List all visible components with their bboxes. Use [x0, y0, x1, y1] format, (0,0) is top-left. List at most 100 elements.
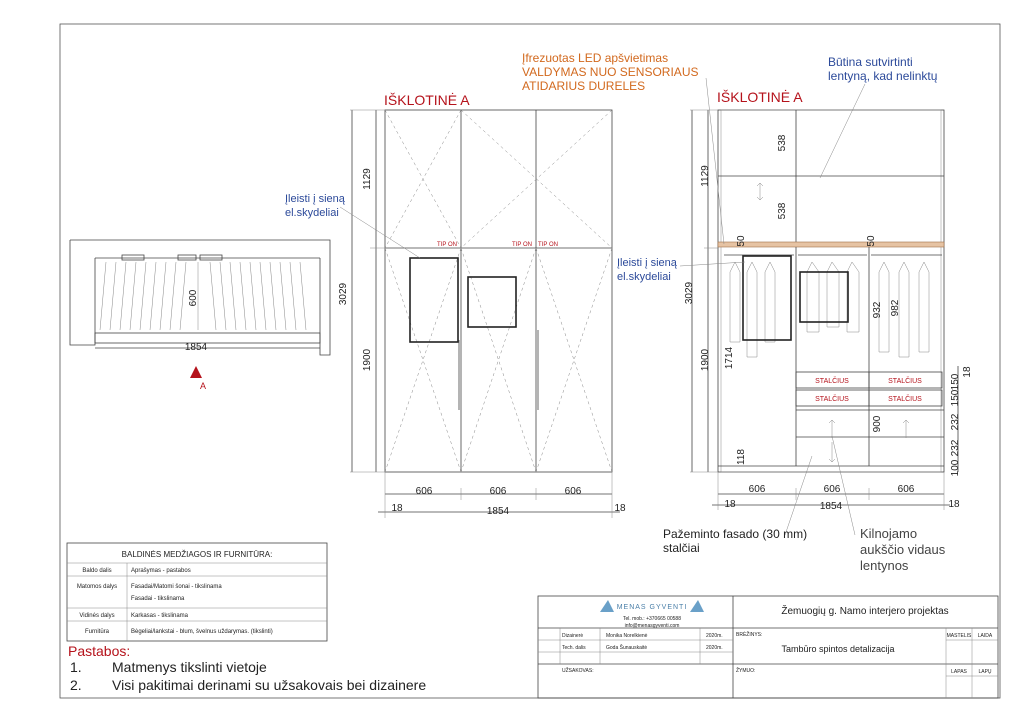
interior-note-panels: Įleisti į sieną el.skydeliai [617, 257, 680, 283]
logo-text: MENAS GYVENTI [617, 604, 688, 611]
interior-dim-118: 118 [736, 449, 747, 465]
contact-phone: Tel. mob.: +370665 00588 [623, 616, 681, 622]
materials-desc: Fasadai/Matomi šonai - tikslinama [131, 584, 222, 590]
interior-right-dim: 150 [950, 373, 961, 390]
adjust-note-line-2: aukščio vidaus [860, 542, 946, 557]
drawer-label: STALČIUS [888, 376, 922, 385]
plan-width-dim: 1854 [185, 342, 208, 353]
tip-on-label: TIP ON [512, 242, 532, 248]
label-tech: Tech. dalis [562, 645, 586, 651]
materials-desc: Bėgeliai/lankstai - blum, švelnus uždary… [131, 629, 273, 635]
label-designer: Dizainerė [562, 633, 583, 639]
interior-dim-width-1: 606 [749, 484, 766, 495]
view-marker-label: A [200, 381, 206, 391]
facade-note-line-2: stalčiai [663, 541, 700, 555]
materials-desc: Aprašymas - pastabos [131, 568, 191, 574]
interior-dim-left: 18 [724, 499, 736, 510]
materials-desc: Karkasas - tikslinama [131, 613, 189, 619]
adjust-note-line-1: Kilnojamo [860, 526, 917, 541]
materials-title: BALDINĖS MEDŽIAGOS IR FURNITŪRA: [122, 550, 273, 559]
led-note-line-1: Įfrezuotas LED apšvietimas [522, 51, 668, 65]
label-edition: LAIDA [978, 633, 993, 639]
interior-right-dim: 100 [950, 459, 961, 476]
company-logo: MENAS GYVENTI [600, 600, 704, 612]
remark-text: Visi pakitimai derinami su užsakovais be… [112, 677, 426, 693]
label-sheets: LAPŲ [978, 669, 991, 675]
interior-dim-bottom: 1900 [700, 348, 711, 371]
led-shelf [717, 241, 945, 248]
front-dim-left: 18 [391, 503, 403, 514]
interior-dim-width: 1854 [820, 501, 843, 512]
label-client: UŽSAKOVAS: [562, 666, 594, 674]
remark-text: Matmenys tikslinti vietoje [112, 659, 267, 675]
front-dim-width-1: 606 [416, 486, 433, 497]
materials-part: Vidinės dalys [79, 613, 114, 619]
label-drawing: BRĖŽINYS: [736, 630, 762, 638]
interior-dim-982: 982 [890, 299, 901, 316]
drawer-label: STALČIUS [815, 376, 849, 385]
tech-year: 2020m. [706, 645, 723, 651]
designer-year: 2020m. [706, 633, 723, 639]
facade-note-line-1: Pažeminto fasado (30 mm) [663, 527, 807, 541]
front-dim-width-3: 606 [565, 486, 582, 497]
electrical-panel-box [467, 276, 517, 328]
led-note-line-2: VALDYMAS NUO SENSORIAUS [522, 65, 698, 79]
interior-dim-50b: 50 [866, 235, 877, 247]
electrical-panel-box [742, 255, 792, 341]
sheet-border [59, 23, 1001, 699]
front-note-panels: Įleisti į sieną el.skydeliai [285, 193, 348, 219]
electrical-panel-box [409, 257, 459, 343]
materials-part: Matomos dalys [77, 584, 117, 590]
label-sheet: LAPAS [951, 669, 967, 675]
front-dim-total: 3029 [338, 282, 349, 305]
remark-number: 2. [70, 677, 82, 693]
interior-dim-top: 1129 [700, 165, 711, 187]
interior-dim-538b: 538 [777, 202, 788, 219]
front-dim-right: 18 [614, 503, 626, 514]
materials-desc: Fasadai - tikslinama [131, 596, 185, 602]
interior-right-dim: 232 [950, 413, 961, 430]
tip-on-label: TIP ON [437, 242, 457, 248]
project-title: Žemuogių g. Namo interjero projektas [781, 604, 948, 617]
front-dim-width-2: 606 [490, 486, 507, 497]
interior-elevation: IŠKLOTINĖ A STALČIUS STALČIUS STALČIUS S… [617, 77, 973, 536]
plan-view: 1854 600 A [69, 239, 331, 391]
shelf-note-line-1: Būtina sutvirtinti [828, 55, 913, 69]
title-block: MENAS GYVENTI Tel. mob.: +370665 00588 i… [537, 595, 999, 699]
interior-right-dim: 232 [950, 439, 961, 456]
front-dim-width: 1854 [487, 506, 510, 517]
label-note: ŽYMUO: [736, 666, 755, 674]
contact-email: info@menasgyventi.com [625, 623, 680, 629]
front-dim-bottom: 1900 [362, 348, 373, 371]
electrical-panel-box [799, 271, 849, 323]
remarks-title: Pastabos: [68, 643, 130, 659]
interior-dim-total: 3029 [684, 281, 695, 304]
view-marker-arrow [190, 366, 202, 378]
drawer-label: STALČIUS [888, 394, 922, 403]
remark-number: 1. [70, 659, 82, 675]
tip-on-label: TIP ON [538, 242, 558, 248]
adjust-note-line-3: lentynos [860, 558, 909, 573]
interior-dim-right: 18 [948, 499, 960, 510]
designer-name: Monika Norelkienė [606, 633, 648, 639]
front-elevation: IŠKLOTINĖ A TIP ON TIP ON TIP ON 1129 19… [285, 91, 626, 518]
interior-dim-50a: 50 [736, 235, 747, 247]
front-dim-top: 1129 [362, 168, 373, 190]
interior-elevation-title: IŠKLOTINĖ A [717, 88, 803, 105]
label-scale: MASTELIS [947, 633, 972, 639]
interior-dim-900: 900 [872, 415, 883, 432]
led-note-line-3: ATIDARIUS DURELES [522, 79, 645, 93]
tech-name: Goda Šunauskaitė [606, 644, 647, 651]
drawing-title: Tambūro spintos detalizacija [781, 644, 894, 654]
interior-dim-width-3: 606 [898, 484, 915, 495]
materials-part: Baldo dalis [82, 568, 111, 574]
interior-right-dim: 150 [950, 389, 961, 406]
materials-table: BALDINĖS MEDŽIAGOS IR FURNITŪRA: Baldo d… [66, 542, 328, 642]
plan-depth-dim: 600 [188, 289, 199, 306]
materials-part: Furnitūra [85, 629, 110, 635]
interior-dim-538a: 538 [777, 134, 788, 151]
drawer-label: STALČIUS [815, 394, 849, 403]
interior-dim-width-2: 606 [824, 484, 841, 495]
interior-right-dim: 18 [962, 366, 973, 378]
